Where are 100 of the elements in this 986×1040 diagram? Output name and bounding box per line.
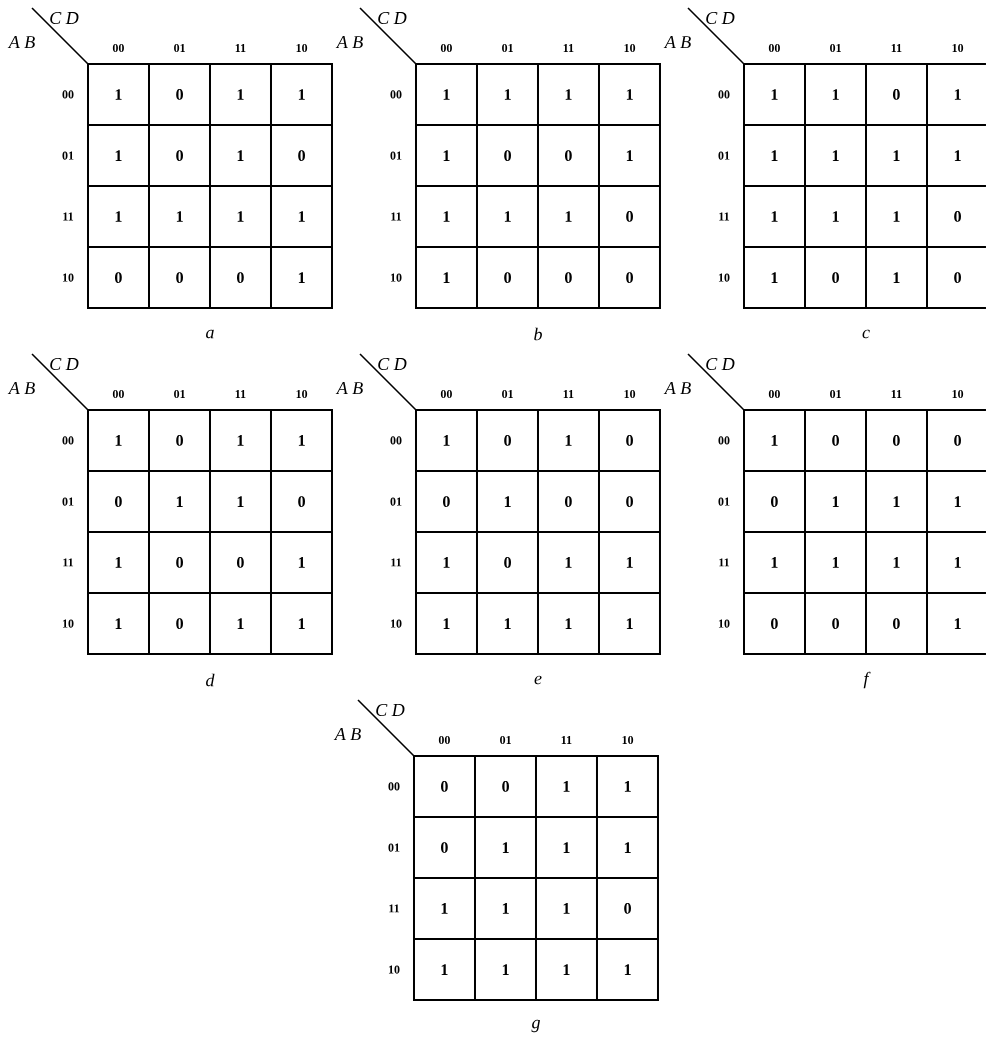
map-caption: b bbox=[534, 327, 542, 341]
cell-value: 1 bbox=[176, 496, 183, 507]
cell-value: 1 bbox=[563, 903, 570, 914]
cell-value: 0 bbox=[176, 272, 183, 283]
cell-value: 0 bbox=[626, 435, 633, 446]
cell-value: 1 bbox=[237, 496, 244, 507]
map-caption: f bbox=[863, 671, 871, 689]
cell-value: 1 bbox=[504, 211, 511, 222]
cell-value: 1 bbox=[115, 435, 122, 446]
variable-label: C D bbox=[376, 703, 405, 717]
cell-value: 1 bbox=[563, 964, 570, 975]
cell-value: 1 bbox=[443, 150, 450, 161]
cell-value: 1 bbox=[298, 557, 305, 568]
cell-value: 1 bbox=[771, 557, 778, 568]
cell-value: 1 bbox=[563, 842, 570, 853]
cell-value: 1 bbox=[893, 211, 900, 222]
cell-value: 1 bbox=[237, 150, 244, 161]
cell-value: 1 bbox=[115, 150, 122, 161]
cell-value: 1 bbox=[771, 211, 778, 222]
cell-value: 1 bbox=[504, 496, 511, 507]
cell-value: 1 bbox=[115, 618, 122, 629]
cell-value: 1 bbox=[954, 150, 961, 161]
cell-value: 1 bbox=[443, 211, 450, 222]
cell-value: 1 bbox=[502, 964, 509, 975]
cell-value: 0 bbox=[771, 496, 778, 507]
cell-value: 0 bbox=[626, 211, 633, 222]
cell-value: 0 bbox=[771, 618, 778, 629]
cell-value: 1 bbox=[954, 496, 961, 507]
cell-value: 1 bbox=[626, 89, 633, 100]
cell-value: 1 bbox=[298, 211, 305, 222]
cell-value: 1 bbox=[443, 557, 450, 568]
cell-value: 1 bbox=[502, 903, 509, 914]
cell-value: 0 bbox=[893, 435, 900, 446]
cell-value: 1 bbox=[237, 618, 244, 629]
cell-value: 0 bbox=[565, 496, 572, 507]
cell-value: 1 bbox=[115, 211, 122, 222]
cell-value: 1 bbox=[565, 618, 572, 629]
cell-value: 0 bbox=[115, 272, 122, 283]
variable-label: A B bbox=[663, 382, 691, 394]
variable-label: A B bbox=[7, 382, 35, 394]
cell-value: 0 bbox=[298, 496, 305, 507]
cell-value: 0 bbox=[832, 272, 839, 283]
cell-value: 0 bbox=[115, 496, 122, 507]
cell-value: 1 bbox=[298, 272, 305, 283]
cell-value: 1 bbox=[893, 557, 900, 568]
variable-label: A B bbox=[333, 728, 361, 740]
cell-value: 0 bbox=[443, 496, 450, 507]
cell-value: 1 bbox=[893, 150, 900, 161]
cell-value: 0 bbox=[176, 435, 183, 446]
cell-value: 0 bbox=[441, 842, 448, 853]
cell-value: 1 bbox=[565, 211, 572, 222]
cell-value: 1 bbox=[893, 496, 900, 507]
variable-label: C D bbox=[378, 12, 407, 25]
cell-value: 0 bbox=[624, 903, 631, 914]
cell-value: 1 bbox=[954, 618, 961, 629]
cell-value: 1 bbox=[832, 150, 839, 161]
map-caption: c bbox=[862, 329, 870, 339]
map-caption: d bbox=[206, 673, 215, 687]
variable-label: A B bbox=[663, 36, 691, 48]
cell-value: 1 bbox=[954, 557, 961, 568]
variable-label: C D bbox=[706, 12, 735, 25]
cell-value: 0 bbox=[893, 618, 900, 629]
cell-value: 0 bbox=[298, 150, 305, 161]
cell-value: 1 bbox=[565, 557, 572, 568]
cell-value: 1 bbox=[626, 150, 633, 161]
map-caption: g bbox=[531, 1019, 540, 1033]
cell-value: 1 bbox=[624, 964, 631, 975]
cell-value: 1 bbox=[626, 557, 633, 568]
cell-value: 1 bbox=[441, 903, 448, 914]
cell-value: 1 bbox=[441, 964, 448, 975]
cell-value: 0 bbox=[441, 781, 448, 792]
cell-value: 0 bbox=[176, 557, 183, 568]
cell-value: 1 bbox=[771, 89, 778, 100]
cell-value: 1 bbox=[443, 89, 450, 100]
cell-value: 1 bbox=[565, 89, 572, 100]
variable-label: A B bbox=[335, 382, 363, 394]
cell-value: 1 bbox=[298, 435, 305, 446]
cell-value: 0 bbox=[504, 435, 511, 446]
cell-value: 0 bbox=[954, 435, 961, 446]
cell-value: 1 bbox=[115, 89, 122, 100]
variable-label: C D bbox=[378, 357, 407, 371]
cell-value: 0 bbox=[504, 557, 511, 568]
cell-value: 0 bbox=[565, 150, 572, 161]
cell-value: 1 bbox=[771, 435, 778, 446]
map-caption: e bbox=[534, 675, 542, 685]
cell-value: 1 bbox=[626, 618, 633, 629]
cell-value: 1 bbox=[504, 618, 511, 629]
variable-label: A B bbox=[7, 36, 35, 48]
cell-value: 0 bbox=[237, 272, 244, 283]
cell-value: 1 bbox=[624, 842, 631, 853]
cell-value: 1 bbox=[115, 557, 122, 568]
cell-value: 1 bbox=[954, 89, 961, 100]
cell-value: 0 bbox=[504, 272, 511, 283]
cell-value: 0 bbox=[954, 211, 961, 222]
variable-label: A B bbox=[335, 36, 363, 48]
cell-value: 1 bbox=[237, 211, 244, 222]
cell-value: 1 bbox=[298, 618, 305, 629]
cell-value: 0 bbox=[502, 781, 509, 792]
cell-value: 0 bbox=[832, 435, 839, 446]
cell-value: 1 bbox=[443, 272, 450, 283]
